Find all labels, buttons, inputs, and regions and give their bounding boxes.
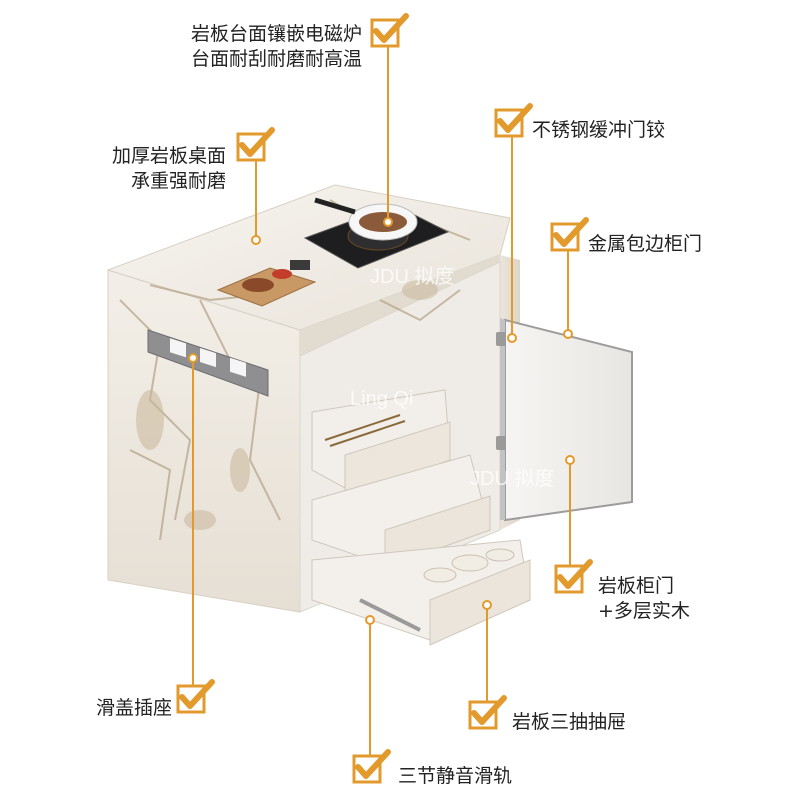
- countertop-edge: [300, 255, 510, 356]
- callout-thick-top: 加厚岩板桌面 承重强耐磨: [60, 144, 226, 194]
- checkmarks: [176, 13, 593, 784]
- leader-dot-cooktop: [383, 217, 393, 227]
- callout-line: 承重强耐磨: [130, 170, 226, 192]
- leader-dot-hinge: [507, 333, 517, 343]
- leader-dot-metal-door: [563, 329, 573, 339]
- drawer-top: [311, 389, 451, 499]
- callout-line: +多层实木: [598, 600, 690, 622]
- callout-metal-door: 金属包边柜门: [588, 232, 702, 257]
- callout-socket: 滑盖插座: [60, 696, 172, 721]
- leader-dot-thick-top: [251, 235, 261, 245]
- callout-hinge: 不锈钢缓冲门铰: [532, 118, 665, 143]
- sliding-socket: [147, 329, 269, 397]
- leader-dot-socket: [188, 353, 198, 363]
- callout-line: 不锈钢缓冲门铰: [532, 119, 666, 141]
- callout-lines: [188, 40, 575, 762]
- watermark: Ling Qi: [350, 388, 414, 410]
- callout-line: 三节静音滑轨: [398, 765, 513, 787]
- checkmark-icon: [494, 103, 533, 138]
- cabinet-door-open: [496, 318, 633, 522]
- callout-drawers: 岩板三抽抽屉: [512, 710, 626, 735]
- checkmark-icon: [468, 695, 507, 730]
- checkmark-icon: [236, 127, 275, 162]
- cutting-board: [216, 260, 317, 307]
- checkmark-icon: [554, 559, 593, 594]
- callout-line: 金属包边柜门: [588, 233, 703, 255]
- checkmark-icon: [370, 13, 409, 48]
- induction-cooktop: [303, 197, 450, 269]
- leader-dot-rails: [365, 615, 375, 625]
- callout-line: 岩板柜门: [598, 575, 675, 597]
- callout-line: 台面耐刮耐磨耐高温: [190, 48, 362, 70]
- callout-line: 滑盖插座: [95, 697, 172, 719]
- drawer-bottom: [311, 539, 531, 646]
- watermark: JDU 拟度: [470, 468, 555, 490]
- callout-line: 岩板三抽抽屉: [512, 711, 627, 733]
- callout-slate-door: 岩板柜门 +多层实木: [598, 574, 690, 624]
- leader-dot-slate-door: [565, 455, 575, 465]
- checkmark-icon: [550, 217, 589, 252]
- callout-cooktop: 岩板台面镶嵌电磁炉 台面耐刮耐磨耐高温: [140, 22, 362, 72]
- checkmark-icon: [352, 749, 391, 784]
- watermark: JDU 拟度: [370, 266, 455, 288]
- leader-dot-drawers: [482, 600, 492, 610]
- callout-line: 岩板台面镶嵌电磁炉: [190, 23, 362, 45]
- callout-line: 加厚岩板桌面: [111, 145, 226, 167]
- checkmark-icon: [176, 679, 215, 714]
- callout-rails: 三节静音滑轨: [398, 764, 512, 789]
